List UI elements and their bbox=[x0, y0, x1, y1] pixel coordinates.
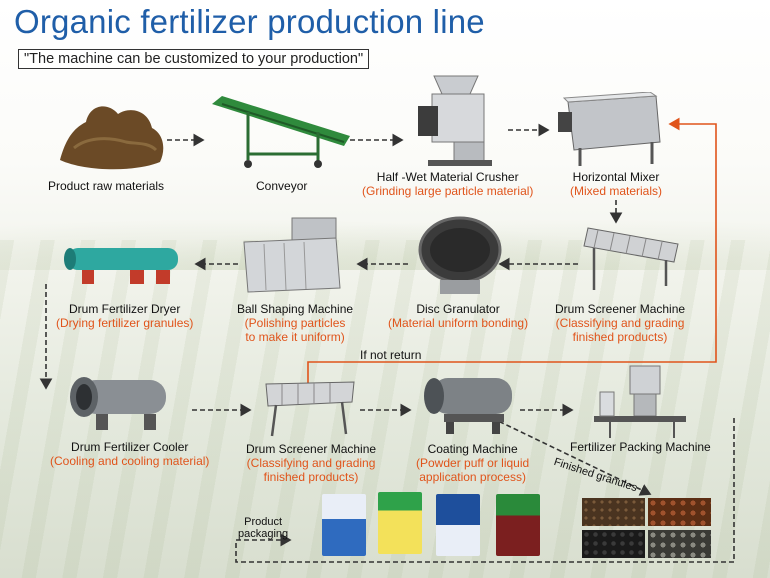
step-label: Drum Fertilizer Cooler (Cooling and cool… bbox=[50, 440, 210, 468]
step-label: Drum Fertilizer Dryer (Drying fertilizer… bbox=[56, 302, 194, 330]
coating-machine-icon bbox=[424, 378, 512, 434]
step-label: Drum Screener Machine (Classifying and g… bbox=[246, 442, 377, 484]
packing-machine-icon bbox=[594, 365, 686, 438]
fertilizer-bag-image bbox=[378, 492, 422, 554]
fertilizer-bag-image bbox=[436, 494, 480, 556]
drum-cooler-icon bbox=[70, 377, 166, 430]
crusher-icon bbox=[418, 75, 492, 166]
disc-granulator-icon bbox=[418, 216, 502, 294]
step-label: Ball Shaping Machine (Polishing particle… bbox=[237, 302, 354, 344]
horizontal-mixer-icon bbox=[558, 92, 661, 166]
step-label: Horizontal Mixer (Mixed materials) bbox=[570, 170, 663, 198]
step-label: Conveyor bbox=[256, 179, 308, 193]
granule-sample-image bbox=[648, 498, 711, 526]
step-label: Drum Screener Machine (Classifying and g… bbox=[555, 302, 686, 344]
granule-sample-image bbox=[582, 530, 645, 558]
conveyor-icon bbox=[212, 96, 350, 168]
fertilizer-bag-image bbox=[496, 494, 540, 556]
ball-shaping-machine-icon bbox=[243, 217, 341, 293]
granule-sample-image bbox=[648, 530, 711, 558]
drum-dryer-icon bbox=[64, 248, 178, 284]
step-label: Product raw materials bbox=[48, 179, 165, 193]
granule-sample-image bbox=[582, 498, 645, 526]
fertilizer-bag-image bbox=[322, 494, 366, 556]
step-label: Coating Machine (Powder puff or liquid a… bbox=[416, 442, 530, 484]
page-subtitle: "The machine can be customized to your p… bbox=[18, 49, 370, 69]
drum-screener-icon bbox=[583, 227, 679, 290]
product-packaging-note: Product packaging bbox=[238, 516, 289, 540]
step-label: Fertilizer Packing Machine bbox=[570, 440, 711, 454]
step-label: Disc Granulator (Material uniform bondin… bbox=[388, 302, 529, 330]
step-label: Half -Wet Material Crusher (Grinding lar… bbox=[362, 170, 534, 198]
raw-material-pile-icon bbox=[60, 106, 164, 170]
if-not-return-note: If not return bbox=[360, 348, 422, 362]
drum-screener-icon bbox=[265, 381, 355, 437]
page-title: Organic fertilizer production line bbox=[14, 3, 485, 40]
